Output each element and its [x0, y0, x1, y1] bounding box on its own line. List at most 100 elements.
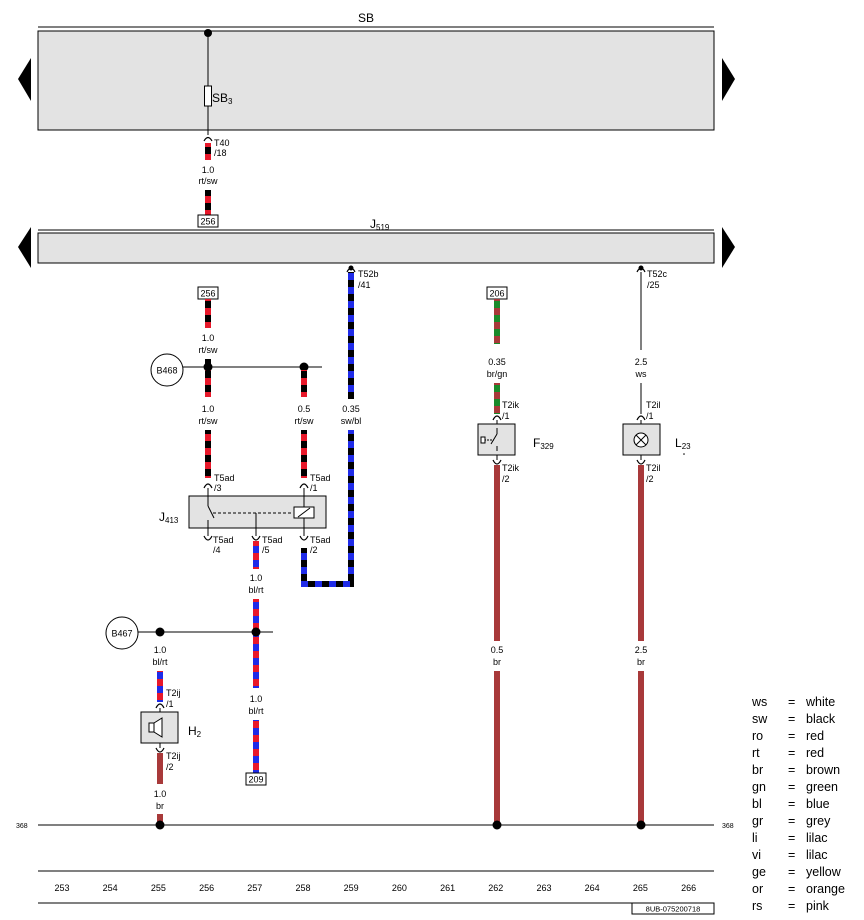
- b467-splice[interactable]: [105, 616, 139, 650]
- connector-t40-pin: /18: [214, 148, 227, 158]
- legend-code: rs: [752, 899, 763, 913]
- wire-size-label: 2.5: [635, 357, 648, 367]
- column-number: 260: [392, 883, 407, 893]
- column-number: 257: [247, 883, 262, 893]
- legend-code: gn: [752, 780, 766, 794]
- connector-t2il-2-icon: [636, 459, 646, 465]
- legend-equals: =: [788, 865, 796, 879]
- column-number: 255: [151, 883, 166, 893]
- connector-t5ad-1-pin: /1: [310, 483, 318, 493]
- splice-node: [251, 627, 261, 637]
- arrow-right-icon[interactable]: [722, 58, 735, 101]
- column-number: 258: [295, 883, 310, 893]
- wire-262-c: [494, 465, 500, 641]
- connector-t2ij-1-pin: /1: [166, 699, 174, 709]
- ground-ref-left: 368: [16, 823, 28, 830]
- column-number: 256: [199, 883, 214, 893]
- ref-box-256-top[interactable]: [197, 214, 219, 228]
- column-number: 259: [344, 883, 359, 893]
- connector-t52c-pin: /25: [647, 280, 660, 290]
- legend-row: gn=green: [752, 779, 864, 796]
- ground-node: [155, 820, 165, 830]
- splice-node: [203, 362, 213, 372]
- arrow-right-icon[interactable]: [722, 227, 735, 268]
- j519-label: J519: [370, 217, 390, 232]
- connector-t2ij-2-pin: /2: [166, 762, 174, 772]
- ground-ref-right: 368: [722, 823, 734, 830]
- wire-257-b: [253, 599, 259, 688]
- legend-code: rt: [752, 746, 760, 760]
- connector-t5ad-3-pin: /3: [214, 483, 222, 493]
- wire-258-a: [301, 370, 307, 397]
- legend-name: lilac: [806, 831, 828, 845]
- sb-bus: SB: [37, 11, 715, 131]
- wire-size-label: 1.0: [250, 573, 263, 583]
- splice-node: [299, 362, 309, 372]
- wire-color-label: sw/bl: [341, 416, 362, 426]
- j519-bus: J519: [37, 217, 715, 264]
- l23-label: L23: [675, 436, 691, 451]
- h2-horn[interactable]: [140, 708, 179, 748]
- legend-code: ro: [752, 729, 764, 743]
- legend-equals: =: [788, 695, 796, 709]
- wire-color-label: rt/sw: [199, 345, 218, 355]
- legend-code: bl: [752, 797, 762, 811]
- column-number: 263: [536, 883, 551, 893]
- ref-box-209[interactable]: [245, 772, 267, 786]
- dot-mark: [683, 453, 685, 455]
- legend-name: brown: [806, 763, 841, 777]
- ref-box-209-label: 209: [248, 775, 263, 785]
- connector-t5ad-2-icon: [299, 535, 309, 541]
- connector-t2ij-2-label: T2ij: [166, 751, 181, 761]
- connector-t2ik-1-icon: [492, 415, 502, 421]
- wire-color-label: br: [493, 657, 501, 667]
- legend-name: pink: [806, 899, 829, 913]
- wire-size-label: 1.0: [250, 694, 263, 704]
- connector-t5ad-5-label: T5ad: [262, 535, 283, 545]
- wire-257-c: [253, 720, 259, 773]
- connector-t2ik-2-label: T2ik: [502, 463, 520, 473]
- wire-size-label: 0.35: [488, 357, 506, 367]
- fuse-label: SB3: [212, 91, 233, 106]
- legend-row: sw=black: [752, 711, 864, 728]
- connector-t2ik-2-pin: /2: [502, 474, 510, 484]
- wire-color-label: br: [156, 801, 164, 811]
- legend-row: vi=lilac: [752, 847, 864, 864]
- connector-t2ik-1-label: T2ik: [502, 400, 520, 410]
- connector-t2il-1-label: T2il: [646, 400, 661, 410]
- wire-color-label: rt/sw: [199, 176, 218, 186]
- wire-size-label: 0.35: [342, 404, 360, 414]
- connector-t2ik-2-icon: [492, 459, 502, 465]
- legend-row: br=brown: [752, 762, 864, 779]
- column-number: 261: [440, 883, 455, 893]
- legend-code: gr: [752, 814, 764, 828]
- connector-t2ik-1-pin: /1: [502, 411, 510, 421]
- legend-name: yellow: [806, 865, 841, 879]
- legend-row: gr=grey: [752, 813, 864, 830]
- connector-t5ad-1-label: T5ad: [310, 473, 331, 483]
- arrow-left-icon[interactable]: [18, 227, 31, 268]
- wire-256-e: [205, 430, 211, 478]
- l23-lamp[interactable]: [622, 420, 661, 460]
- f329-label: F329: [533, 436, 554, 451]
- arrow-left-icon[interactable]: [18, 58, 31, 101]
- ref-box-256-mid-label: 256: [200, 289, 215, 299]
- legend-equals: =: [788, 831, 796, 845]
- b468-splice[interactable]: [150, 353, 184, 387]
- j413-relay[interactable]: [188, 488, 327, 536]
- legend-name: black: [806, 712, 836, 726]
- wire-256-b: [205, 190, 211, 215]
- wire-257-a: [253, 541, 259, 569]
- legend-equals: =: [788, 729, 796, 743]
- f329-switch[interactable]: [477, 420, 516, 460]
- wire-color-label: bl/rt: [248, 585, 264, 595]
- legend-row: or=orange: [752, 881, 864, 898]
- connector-t5ad-2-label: T5ad: [310, 535, 331, 545]
- legend-code: ws: [752, 695, 768, 709]
- legend-name: blue: [806, 797, 830, 811]
- j413-label: J413: [159, 510, 179, 525]
- wire-color-label: ws: [635, 369, 647, 379]
- connector-t2ij-1-icon: [155, 703, 165, 709]
- ground-node: [492, 820, 502, 830]
